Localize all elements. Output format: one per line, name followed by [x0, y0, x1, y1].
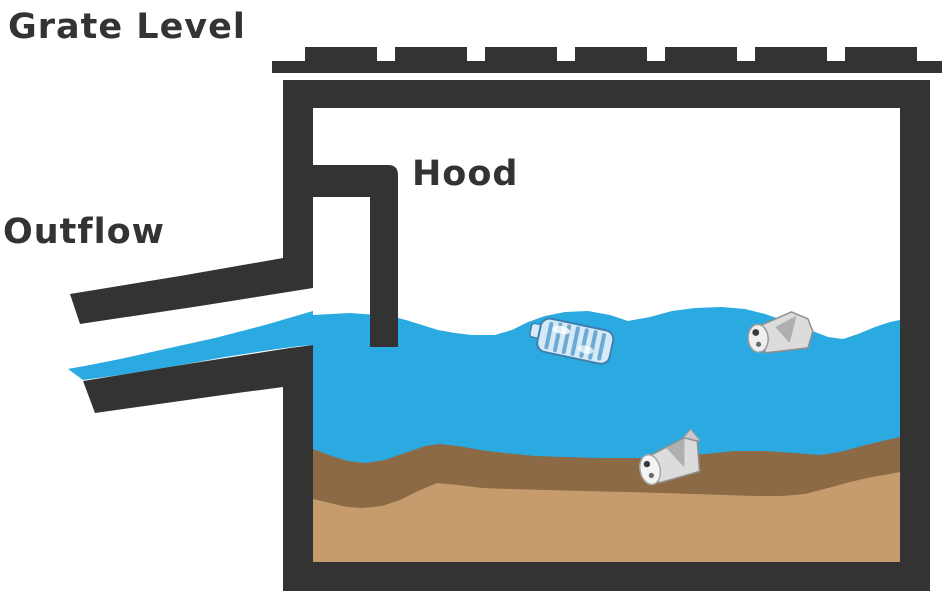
outflow-pipe — [70, 258, 313, 413]
basin-right-wall — [900, 80, 930, 591]
grate-bar — [305, 47, 377, 62]
bottle-facet-shadow — [775, 315, 797, 344]
outflow-pipe-lower-wall — [83, 345, 313, 413]
floating-bottle-ribbed — [529, 317, 615, 365]
grate-bar — [665, 47, 737, 62]
sunken-bottle — [639, 428, 702, 486]
basin-structure — [283, 80, 930, 591]
grate-bar — [485, 47, 557, 62]
hood-label: Hood — [412, 154, 518, 194]
grate-bar — [395, 47, 467, 62]
bottle-mouth-shadow — [755, 341, 762, 347]
grate — [272, 47, 942, 73]
sediment-light-layer — [313, 472, 900, 562]
grate-level-label: Grate Level — [8, 7, 246, 47]
basin-top-wall — [283, 80, 930, 108]
sediment — [313, 437, 900, 562]
bottle-rib — [544, 321, 554, 350]
bottle-mouth — [752, 329, 760, 336]
bottle-mouth-shadow — [648, 472, 654, 479]
bottle-rib — [597, 333, 607, 361]
grate-bar — [575, 47, 647, 62]
hood-baffle — [313, 165, 398, 347]
labels: Grate Level Hood Outflow — [3, 7, 518, 252]
bottle-rib — [570, 326, 580, 356]
floating-bottle-crushed — [747, 311, 814, 354]
bottle-highlight — [552, 325, 571, 335]
basin-bottom-wall — [283, 562, 930, 591]
outflow-label: Outflow — [3, 212, 165, 252]
outflow-pipe-upper-wall — [70, 258, 313, 324]
grate-bar — [755, 47, 827, 62]
grate-base-bar — [272, 61, 942, 73]
outflow-water — [68, 311, 313, 380]
grate-bar — [845, 47, 917, 62]
basin-left-wall-upper — [283, 80, 313, 262]
bottle-highlight — [577, 345, 594, 354]
basin-left-wall-lower — [283, 374, 313, 591]
bottle-mouth — [643, 460, 651, 468]
bottle-facet-shadow — [665, 438, 685, 468]
